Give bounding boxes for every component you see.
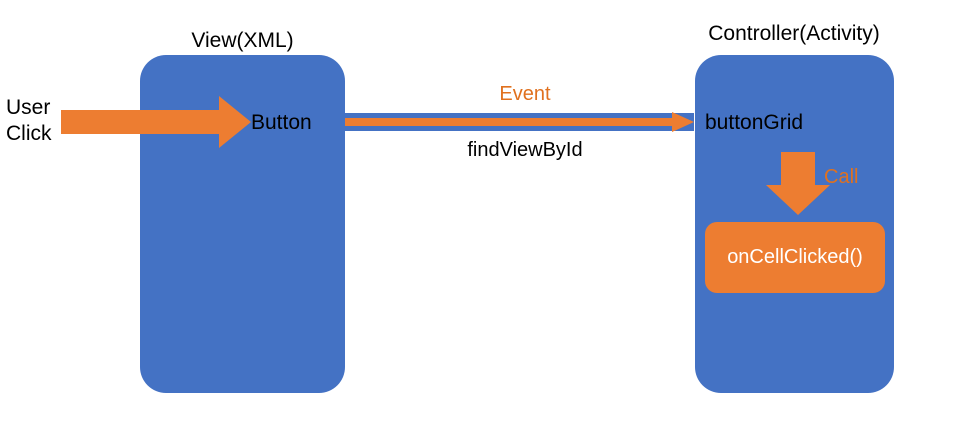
- controller-box-caption: Controller(Activity): [708, 22, 880, 45]
- view-member-button-label: Button: [251, 111, 312, 134]
- event-edge-label: Event: [499, 83, 551, 105]
- user-click-label: User Click: [6, 95, 52, 147]
- call-arrow-icon: [766, 152, 830, 215]
- oncellclicked-label: onCellClicked(): [727, 246, 863, 268]
- user-click-arrow-icon: [61, 96, 251, 148]
- user-click-label-line1: User: [6, 96, 51, 119]
- user-click-label-line2: Click: [6, 122, 52, 145]
- view-box-caption: View(XML): [191, 29, 294, 52]
- call-edge-label: Call: [824, 166, 859, 188]
- findviewbyid-edge-label: findViewById: [467, 139, 583, 161]
- event-arrow-icon: [345, 112, 694, 132]
- oncellclicked-node: onCellClicked(): [705, 222, 885, 293]
- controller-member-buttongrid-label: buttonGrid: [705, 111, 804, 134]
